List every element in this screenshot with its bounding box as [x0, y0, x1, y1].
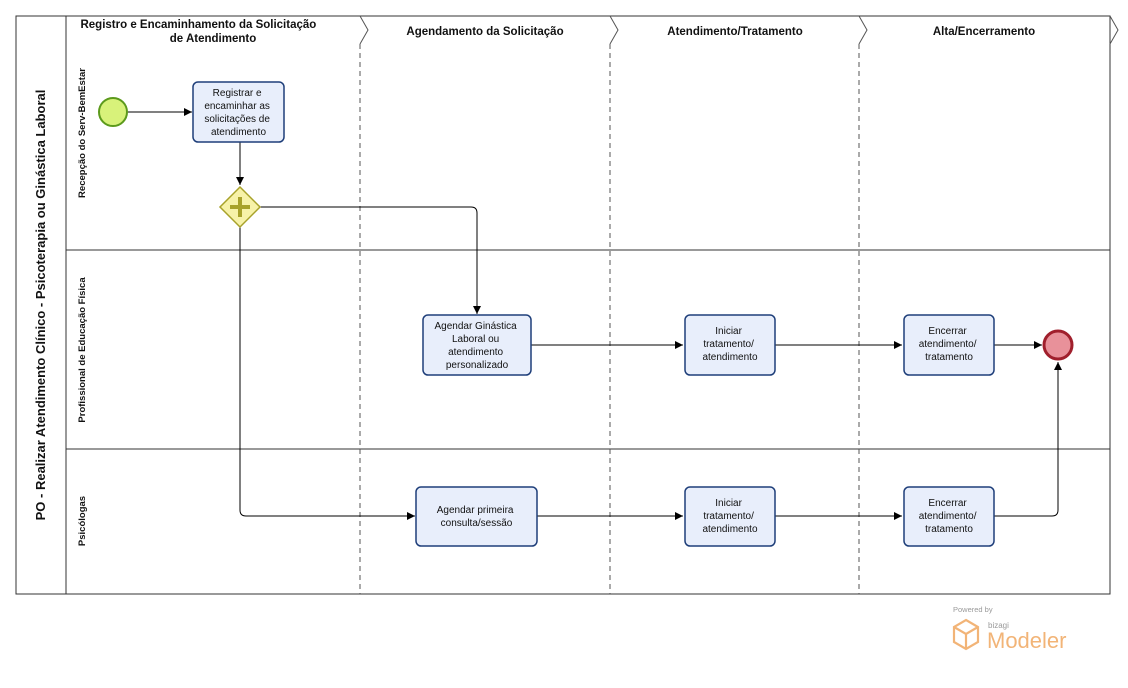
- flow-gateway-to-agendar-ginastica: [260, 206, 481, 314]
- task-iniciar-2-label: Iniciar tratamento/ atendimento: [702, 498, 757, 535]
- bizagi-cube-icon: [952, 618, 980, 651]
- bizagi-label: bizagi: [988, 621, 1009, 630]
- phase-header-border-4: [1109, 15, 1119, 45]
- start-event[interactable]: [98, 97, 128, 127]
- task-agendar-ginastica[interactable]: Agendar Ginástica Laboral ou atendimento…: [422, 314, 532, 376]
- task-encerrar-1-label: Encerrar atendimento/ tratamento: [919, 326, 980, 363]
- task-registrar[interactable]: Registrar e encaminhar as solicitações d…: [192, 81, 285, 143]
- phase-title-atendimento: Atendimento/Tratamento: [667, 26, 802, 38]
- task-agendar-consulta[interactable]: Agendar primeira consulta/sessão: [415, 486, 538, 547]
- phase-header-border-2: [609, 15, 619, 45]
- phase-title-alta: Alta/Encerramento: [933, 26, 1035, 38]
- flow-gateway-to-agendar-consulta: [239, 227, 415, 520]
- parallel-gateway[interactable]: [218, 185, 262, 229]
- task-iniciar-2[interactable]: Iniciar tratamento/ atendimento: [684, 486, 776, 547]
- task-encerrar-2-label: Encerrar atendimento/ tratamento: [919, 498, 980, 535]
- task-iniciar-1-label: Iniciar tratamento/ atendimento: [702, 326, 757, 363]
- phase-header-border-3: [858, 15, 868, 45]
- task-encerrar-1[interactable]: Encerrar atendimento/ tratamento: [903, 314, 995, 376]
- bizagi-branding: Powered by bizagi Modeler: [952, 605, 1066, 653]
- task-encerrar-2[interactable]: Encerrar atendimento/ tratamento: [903, 486, 995, 547]
- phase-header-border-1: [359, 15, 369, 45]
- phase-title-agendamento: Agendamento da Solicitação: [406, 26, 563, 38]
- powered-by-label: Powered by: [953, 605, 993, 614]
- task-registrar-label: Registrar e encaminhar as solicitações d…: [204, 88, 272, 138]
- lane-label-psicologos: Psicólogas: [77, 496, 88, 546]
- plus-icon: [230, 197, 250, 217]
- lane-label-educacao: Profissional de Educação Física: [77, 277, 88, 423]
- end-event[interactable]: [1042, 329, 1074, 361]
- pool-title: PO - Realizar Atendimento Clínico - Psic…: [33, 90, 48, 521]
- flow-encerrar-2-to-end: [994, 362, 1062, 517]
- modeler-label: Modeler: [987, 628, 1066, 653]
- phase-title-registro: Registro e Encaminhamento da Solicitação…: [80, 19, 319, 45]
- task-agendar-ginastica-label: Agendar Ginástica Laboral ou atendimento…: [434, 321, 519, 371]
- task-iniciar-1[interactable]: Iniciar tratamento/ atendimento: [684, 314, 776, 376]
- task-agendar-consulta-label: Agendar primeira consulta/sessão: [437, 505, 517, 529]
- lane-label-recepcao: Recepção do Serv-BemEstar: [77, 68, 88, 198]
